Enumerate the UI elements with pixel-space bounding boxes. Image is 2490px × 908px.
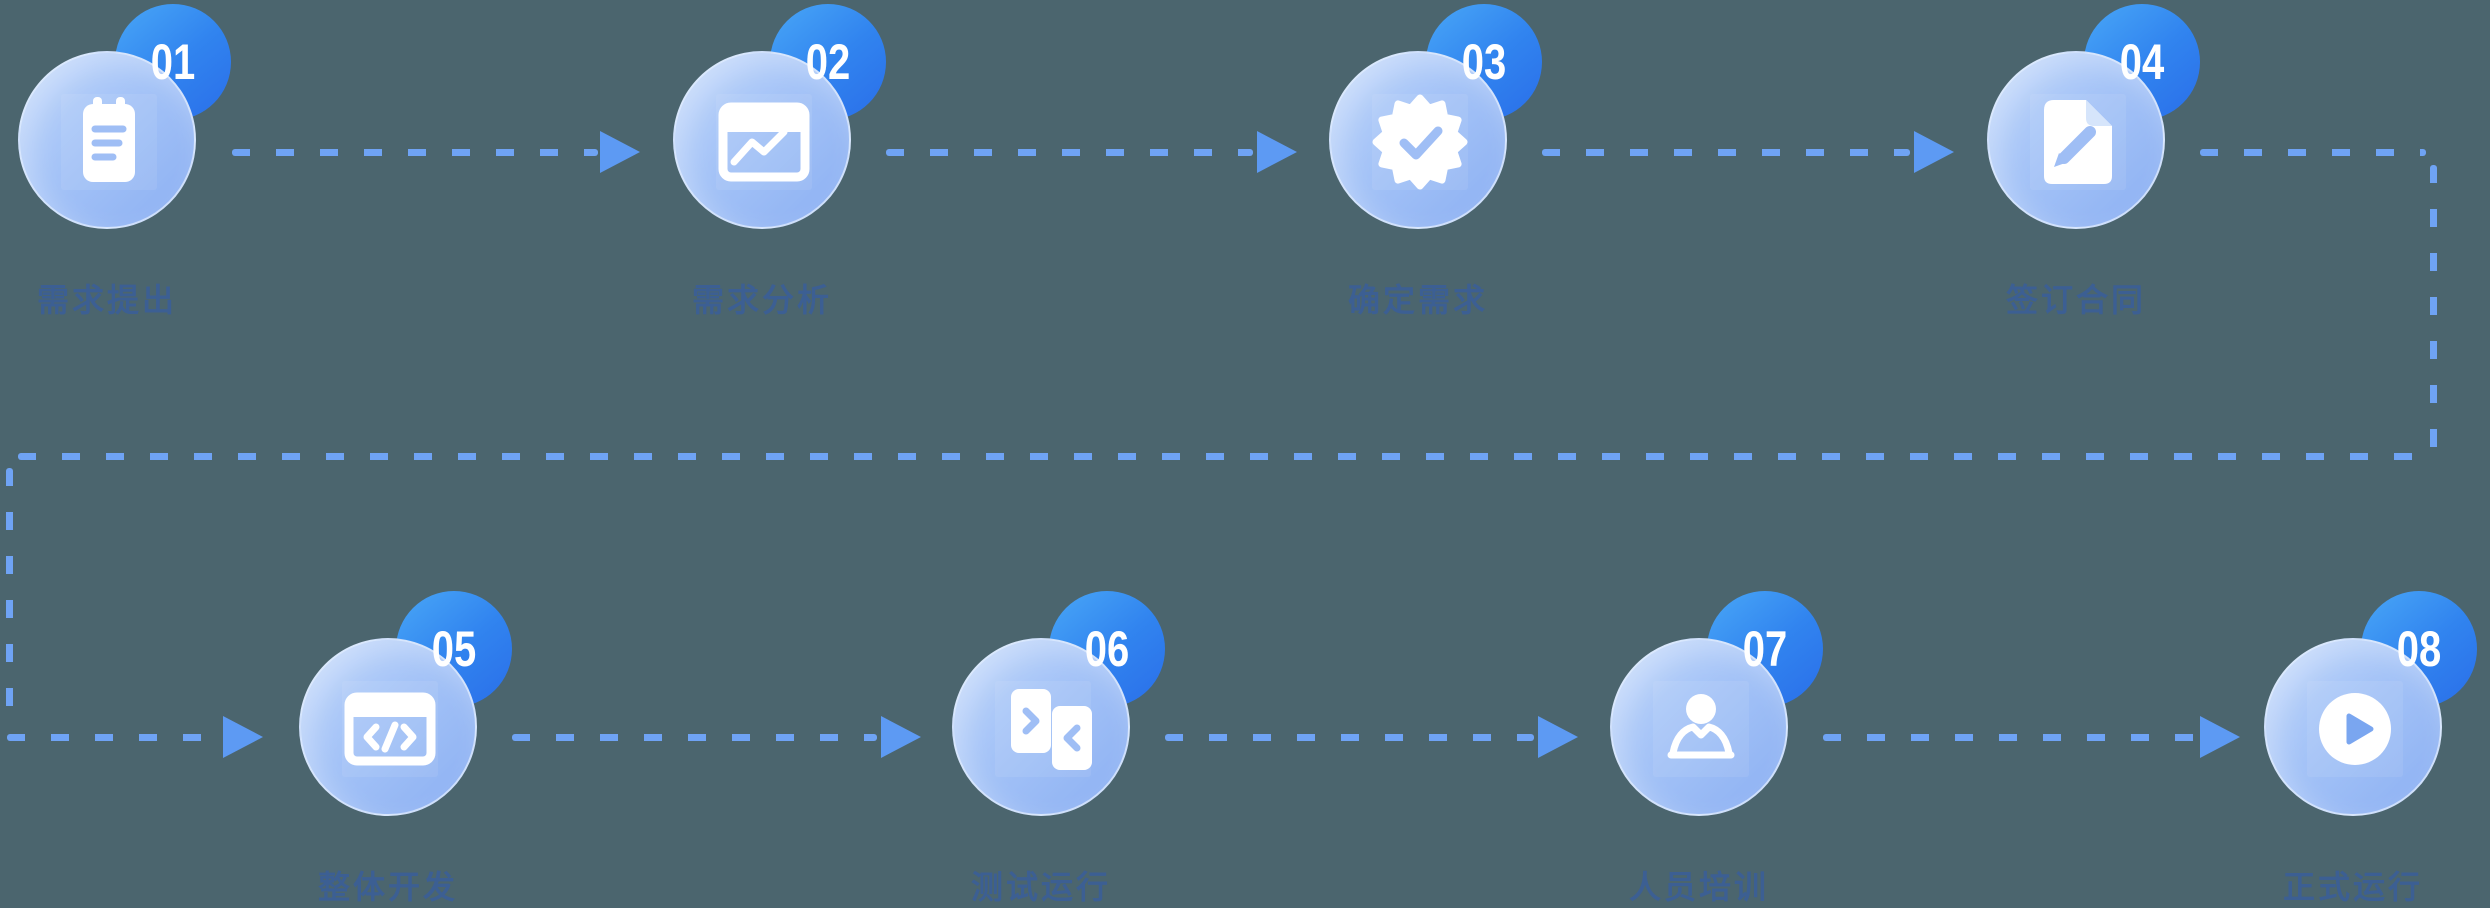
step-label: 签订合同: [2005, 282, 2147, 318]
step-label: 人员培训: [1628, 869, 1770, 905]
step-label: 需求提出: [36, 282, 178, 318]
code-window-icon: [344, 692, 436, 766]
step-03: 03 确定需求: [1329, 4, 1542, 318]
step-label: 确定需求: [1347, 282, 1489, 318]
step-circle: [18, 51, 196, 229]
step-circle: [952, 638, 1130, 816]
connector-middle-return: [18, 453, 2426, 460]
step-number: 03: [1461, 34, 1507, 90]
step-06: 06 测试运行: [952, 591, 1165, 905]
step-label: 正式运行: [2282, 869, 2424, 905]
step-number: 02: [805, 34, 851, 90]
connector-right-vertical: [2430, 165, 2437, 452]
contract-edit-icon: [2044, 100, 2112, 184]
connector-step4-right: [2200, 149, 2426, 156]
step-number: 08: [2396, 621, 2442, 677]
step-number: 05: [431, 621, 477, 677]
arrowhead-into-step7: [1538, 716, 1578, 758]
step-05: 05 整体开发: [299, 591, 512, 905]
step-04: 04 签订合同: [1987, 4, 2200, 318]
arrowhead-into-step3: [1257, 131, 1297, 173]
connector-into-step5: [7, 734, 219, 741]
play-icon: [2319, 693, 2391, 765]
step-07: 07 人员培训: [1610, 591, 1823, 905]
step-02: 02 需求分析: [673, 4, 886, 318]
arrowhead-into-step5: [223, 716, 263, 758]
step-circle: [1329, 51, 1507, 229]
step-08: 08 正式运行: [2264, 591, 2477, 905]
step-number: 06: [1084, 621, 1130, 677]
step-number: 01: [150, 34, 196, 90]
connector-step6-step7: [1165, 734, 1534, 741]
step-circle: [2264, 638, 2442, 816]
arrowhead-into-step8: [2200, 716, 2240, 758]
step-number: 07: [1742, 621, 1788, 677]
step-circle: [1987, 51, 2165, 229]
device-compare-icon: [1011, 689, 1092, 770]
arrowhead-into-step4: [1914, 131, 1954, 173]
step-circle: [1610, 638, 1788, 816]
step-label: 整体开发: [317, 869, 459, 905]
step-label: 测试运行: [970, 869, 1112, 905]
connector-step1-step2: [232, 149, 598, 156]
connector-step3-step4: [1542, 149, 1910, 156]
trainer-icon: [1667, 694, 1735, 759]
connector-step2-step3: [886, 149, 1253, 156]
step-01: 01 需求提出: [18, 4, 231, 318]
step-number: 04: [2119, 34, 2165, 90]
arrowhead-into-step2: [600, 131, 640, 173]
connector-left-vertical: [6, 468, 13, 714]
chart-board-icon: [718, 102, 810, 182]
connector-step5-step6: [512, 734, 877, 741]
verified-badge-icon: [1372, 94, 1468, 190]
connector-step7-step8: [1823, 734, 2196, 741]
step-circle: [299, 638, 477, 816]
memo-icon: [83, 97, 135, 182]
step-circle: [673, 51, 851, 229]
step-label: 需求分析: [691, 282, 833, 318]
arrowhead-into-step6: [881, 716, 921, 758]
